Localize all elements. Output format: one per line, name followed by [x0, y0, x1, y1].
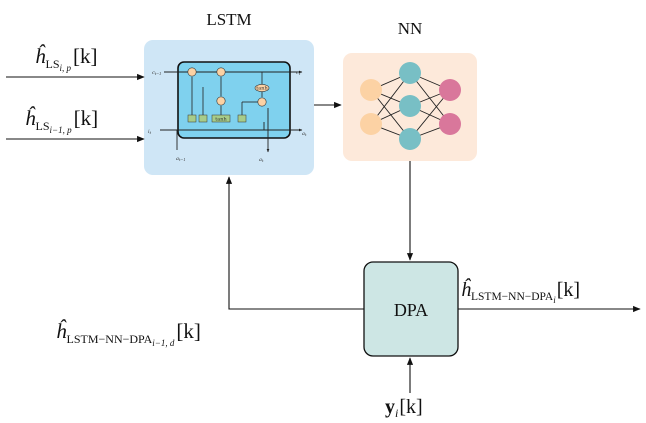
nn-hidden-neuron — [399, 128, 421, 150]
output-gate-box — [237, 114, 247, 123]
add-node — [216, 67, 226, 77]
nn-block: NN — [343, 19, 477, 161]
nn-output-neuron — [439, 113, 461, 135]
nn-hidden-neuron — [399, 62, 421, 84]
h-next-label: at — [302, 131, 307, 137]
input-gate-box — [198, 114, 208, 123]
y-out-label: at — [259, 157, 264, 163]
c-next-label: ct — [296, 70, 301, 76]
feedback-arrow — [225, 176, 364, 310]
signal-arrows — [6, 73, 641, 393]
nn-input-neuron — [360, 113, 382, 135]
signal-labels: ĥLSi, p[k] ĥLSi−1, p[k] ĥLSTM−NN−DPAi[k]… — [25, 44, 580, 420]
input-multiply-node — [216, 96, 226, 106]
lstm-block: LSTM tanh — [144, 10, 314, 175]
candidate-gate-label: tanh — [215, 116, 227, 122]
nn-hidden-neuron — [399, 95, 421, 117]
input-2-label: ĥLSi−1, p[k] — [25, 106, 98, 135]
c-prev-label: ct−1 — [152, 70, 161, 76]
output-multiply-node — [257, 97, 267, 107]
hidden-state-line — [176, 122, 265, 150]
forget-gate-box — [187, 114, 197, 123]
nn-input-neuron — [360, 79, 382, 101]
dpa-block: DPA — [363, 261, 459, 357]
output-label: ĥLSTM−NN−DPAi[k] — [461, 277, 580, 305]
forget-multiply-node — [187, 67, 197, 77]
feedback-label: ĥLSTM−NN−DPAi−1, d[k] — [56, 319, 201, 348]
measurement-label: yi[k] — [385, 396, 423, 420]
nn-output-neuron — [439, 79, 461, 101]
dpa-label: DPA — [394, 300, 428, 320]
tanh-node-label: tanh — [256, 86, 268, 92]
input-1-label: ĥLSi, p[k] — [35, 44, 98, 73]
nn-title: NN — [398, 19, 423, 38]
x-input-label: it — [148, 129, 152, 135]
candidate-gate-box — [211, 114, 231, 123]
lstm-cell-illustration: tanh tanh ct−1 ct it at−1 at at — [148, 61, 307, 163]
h-prev-label: at−1 — [176, 156, 186, 162]
tanh-node — [254, 84, 270, 92]
lstm-title: LSTM — [206, 10, 251, 29]
nn-neurons — [360, 62, 461, 150]
